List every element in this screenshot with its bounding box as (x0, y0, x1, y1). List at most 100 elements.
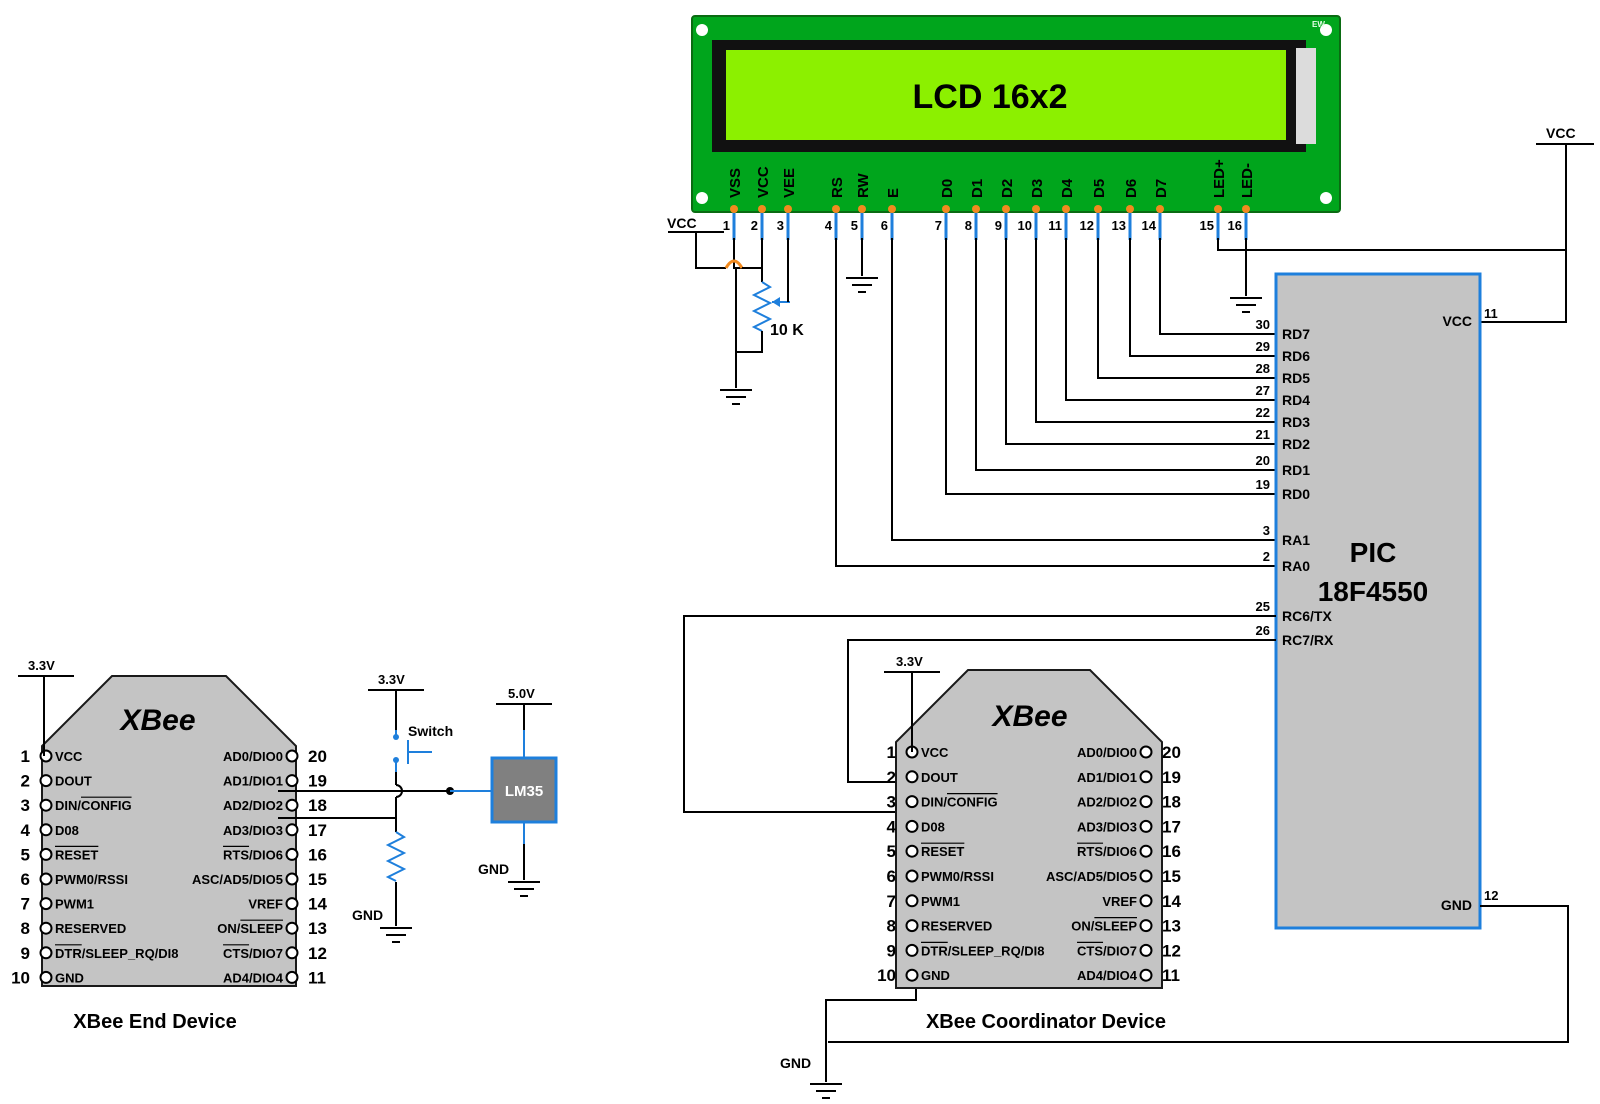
xbee-coord-pin-15-number: 15 (1162, 867, 1181, 886)
pic-pin-group: 30RD729RD628RD527RD422RD321RD220RD119RD0… (1256, 317, 1334, 648)
xbee-end-pin-13-pad (285, 921, 299, 935)
xbee-coord-pin-1-label: VCC (921, 745, 949, 760)
xbee-coord-pin-6-number: 6 (887, 867, 896, 886)
xbee-end-pin-12-label-overbar: CTS (223, 946, 249, 961)
lcd-pin-rs-label: RS (829, 177, 846, 198)
lcd-pin-led-label: LED+ (1211, 159, 1228, 198)
xbee-coord-pin-19-label: AD1/DIO1 (1077, 770, 1137, 785)
xbee-end-pin-11-label: AD4/DIO4 (223, 970, 284, 985)
lcd-pin-d2-number: 9 (995, 218, 1002, 233)
xbee-coord-pin-2-pad (905, 770, 919, 784)
xbee-end-pin-18-pad (285, 798, 299, 812)
lcd-pin-led-label: LED- (1239, 163, 1256, 198)
pic-pin-rc7rx-number: 26 (1256, 623, 1270, 638)
xbee-coord-pin-5-number: 5 (887, 842, 896, 861)
xbee-coord-pin-7-label: PWM1 (921, 894, 960, 909)
lcd-pin-rs-pad (832, 205, 840, 213)
wire-coord-gnd (825, 974, 917, 1082)
lcd-pin-vee-number: 3 (777, 218, 784, 233)
xbee-coord-pin-5-label-overbar: RESET (921, 844, 964, 859)
xbee-coord-logo: XBee (990, 700, 1067, 733)
xbee-coord-caption: XBee Coordinator Device (926, 1011, 1166, 1033)
xbee-coord-pin-16-label: /DIO6 (1103, 844, 1137, 859)
xbee-end-pin-15-label: ASC/AD5/DIO5 (192, 872, 283, 887)
xbee-coord-pin-12-number: 12 (1162, 941, 1181, 960)
lm35-label: LM35 (505, 783, 543, 800)
lcd-pin-vss-pad (730, 205, 738, 213)
lcd-pin-e-pad (888, 205, 896, 213)
gnd-label-coord: GND (780, 1055, 811, 1071)
wire-d5-rd5 (1097, 238, 1276, 379)
pic-pin-ra0-number: 2 (1263, 549, 1270, 564)
lcd-pin-d6-number: 13 (1112, 218, 1126, 233)
pot-arrow (772, 297, 780, 307)
xbee-coord-pin-9-label-overbar: DTR (921, 943, 948, 958)
xbee-end-pin-19-label: AD1/DIO1 (223, 774, 283, 789)
xbee-coord-pin-4-label: D08 (921, 819, 945, 834)
xbee-end-pin-16-label: /DIO6 (249, 847, 283, 862)
xbee-coord-pin-18-label: AD2/DIO2 (1077, 795, 1137, 810)
lcd-pin-d5-number: 12 (1080, 218, 1094, 233)
xbee-end-pin-17-pad (285, 823, 299, 837)
xbee-end-pin-7-label: PWM1 (55, 897, 94, 912)
wire-d1-rd1 (975, 238, 1276, 471)
xbee-end-pin-5-pad (39, 847, 53, 861)
lm35-sensor (490, 756, 558, 824)
lcd-pin-led-number: 16 (1228, 218, 1242, 233)
pic-pin-rd4-label: RD4 (1282, 392, 1310, 408)
lcd-pin-d7-pad (1156, 205, 1164, 213)
lcd-mount-hole (696, 192, 708, 204)
lcd-wiring (668, 143, 1594, 567)
lcd-pin-vee-label: VEE (781, 168, 798, 198)
xbee-end-pin-7-number: 7 (21, 895, 30, 914)
xbee-coord-pin-3-label-overbar: CONFIG (947, 795, 998, 810)
xbee-end-pin-10-label: GND (55, 970, 84, 985)
xbee-coord-pin-17-pad (1139, 819, 1153, 833)
xbee-end-pin-19-number: 19 (308, 772, 327, 791)
lcd-pin-d7-number: 14 (1142, 218, 1157, 233)
xbee-end-pin-3-pad (39, 798, 53, 812)
lcd-pin-rw-pad (858, 205, 866, 213)
xbee-end-pin-3-label-overbar: CONFIG (81, 798, 132, 813)
lcd-pin-vcc-number: 2 (751, 218, 758, 233)
xbee-end-body (41, 675, 297, 987)
lcd-mount-hole (1320, 192, 1332, 204)
wire-hop (724, 259, 744, 269)
pic-pin-ra1-number: 3 (1263, 523, 1270, 538)
pic-pin-rd2-label: RD2 (1282, 436, 1310, 452)
vcc-symbol-coord (884, 671, 940, 752)
pic-pin-rd4-number: 27 (1256, 383, 1270, 398)
lcd-pin-vee-pad (784, 205, 792, 213)
gnd-label-res: GND (352, 907, 383, 923)
pic-pin-rc6tx-number: 25 (1256, 599, 1270, 614)
xbee-coord-pin-5-pad (905, 844, 919, 858)
xbee-end-pin-13-number: 13 (308, 919, 327, 938)
lcd-pin-d2-label: D2 (999, 179, 1016, 198)
lcd-pin-d1-number: 8 (965, 218, 972, 233)
xbee-coord-pin-15-pad (1139, 869, 1153, 883)
xbee-coord-pin-12-label: /DIO7 (1103, 943, 1137, 958)
xbee-coord-pin-4-number: 4 (887, 817, 897, 836)
xbee-coord-pin-10-pad (905, 968, 919, 982)
xbee-end-caption: XBee End Device (73, 1011, 236, 1033)
xbee-coord-pin-12-pad (1139, 943, 1153, 957)
xbee-coord-pin-6-label: PWM0/RSSI (921, 869, 994, 884)
lcd-pin-rw-number: 5 (851, 218, 858, 233)
xbee-end-pin-20-pad (285, 749, 299, 763)
xbee-end-pin-11-number: 11 (308, 968, 326, 987)
xbee-end-pin-12-pad (285, 946, 299, 960)
xbee-end-pin-3-label: DIN/ (55, 798, 81, 813)
lcd-pin-d1-label: D1 (969, 179, 986, 198)
xbee-end-pin-4-pad (39, 823, 53, 837)
pic-pin-ra0-label: RA0 (1282, 558, 1310, 574)
lcd-label: LCD 16x2 (913, 78, 1068, 116)
xbee-end-pin-5-number: 5 (21, 845, 30, 864)
lcd-pin-e-number: 6 (881, 218, 888, 233)
vcc-symbol-switch (368, 689, 424, 730)
xbee-coord-pin-12-label-overbar: CTS (1077, 943, 1103, 958)
xbee-end-pin-3-number: 3 (21, 796, 30, 815)
xbee-coord-pin-3-pad (905, 795, 919, 809)
wire-d7-rd7 (1159, 238, 1276, 335)
